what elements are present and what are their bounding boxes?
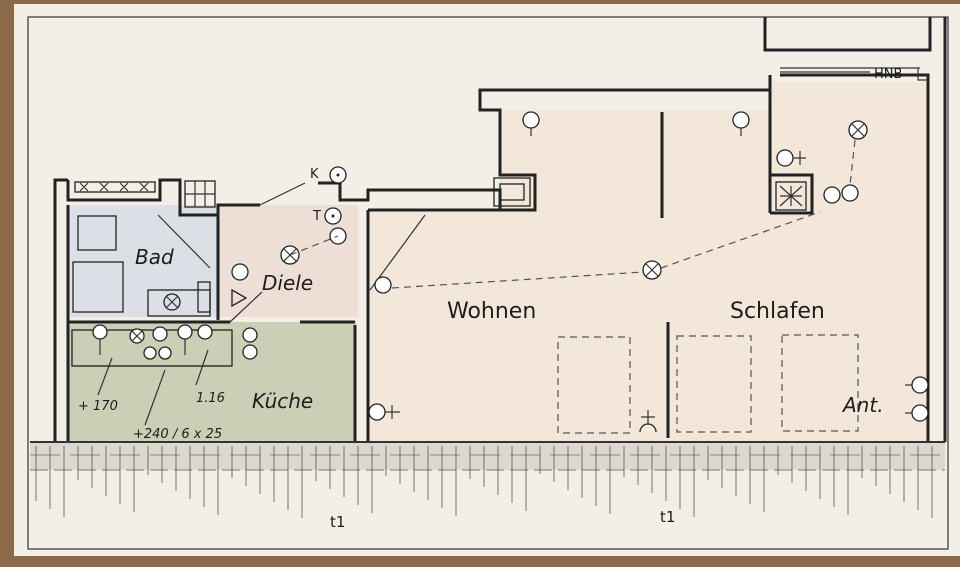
label-hnb: HNB	[874, 67, 902, 82]
furniture-outlines	[557, 334, 859, 434]
bad-window	[74, 180, 216, 208]
kueche-fill	[68, 322, 356, 442]
bathroom-fixtures	[72, 214, 211, 317]
wohnen-upper-fill	[500, 110, 770, 212]
label-t1-right: t1	[660, 508, 675, 526]
label-height-170: + 170	[78, 399, 118, 414]
living-symbols	[368, 111, 929, 433]
room-label-schlafen: Schlafen	[730, 299, 825, 324]
label-height-240: +240 / 6 x 25	[133, 427, 222, 442]
room-label-kueche: Küche	[252, 389, 313, 413]
label-t: T	[312, 209, 321, 224]
schlafen-fill	[770, 82, 928, 442]
label-k: K	[310, 167, 319, 182]
wohnen-fill	[370, 210, 770, 442]
diele-symbols	[229, 166, 426, 323]
label-antenna: Ant.	[841, 393, 884, 417]
room-label-diele: Diele	[262, 271, 313, 295]
kitchen-fixtures	[71, 324, 258, 426]
room-label-wohnen: Wohnen	[447, 299, 536, 324]
label-t1-left: t1	[330, 513, 345, 531]
wiring-lines	[289, 139, 856, 289]
ground-section	[30, 441, 945, 518]
walls	[53, 17, 947, 445]
room-label-bad: Bad	[135, 245, 174, 269]
label-height-116: 1.16	[196, 391, 225, 406]
plan-border	[27, 16, 949, 550]
bad-fill	[68, 205, 218, 317]
